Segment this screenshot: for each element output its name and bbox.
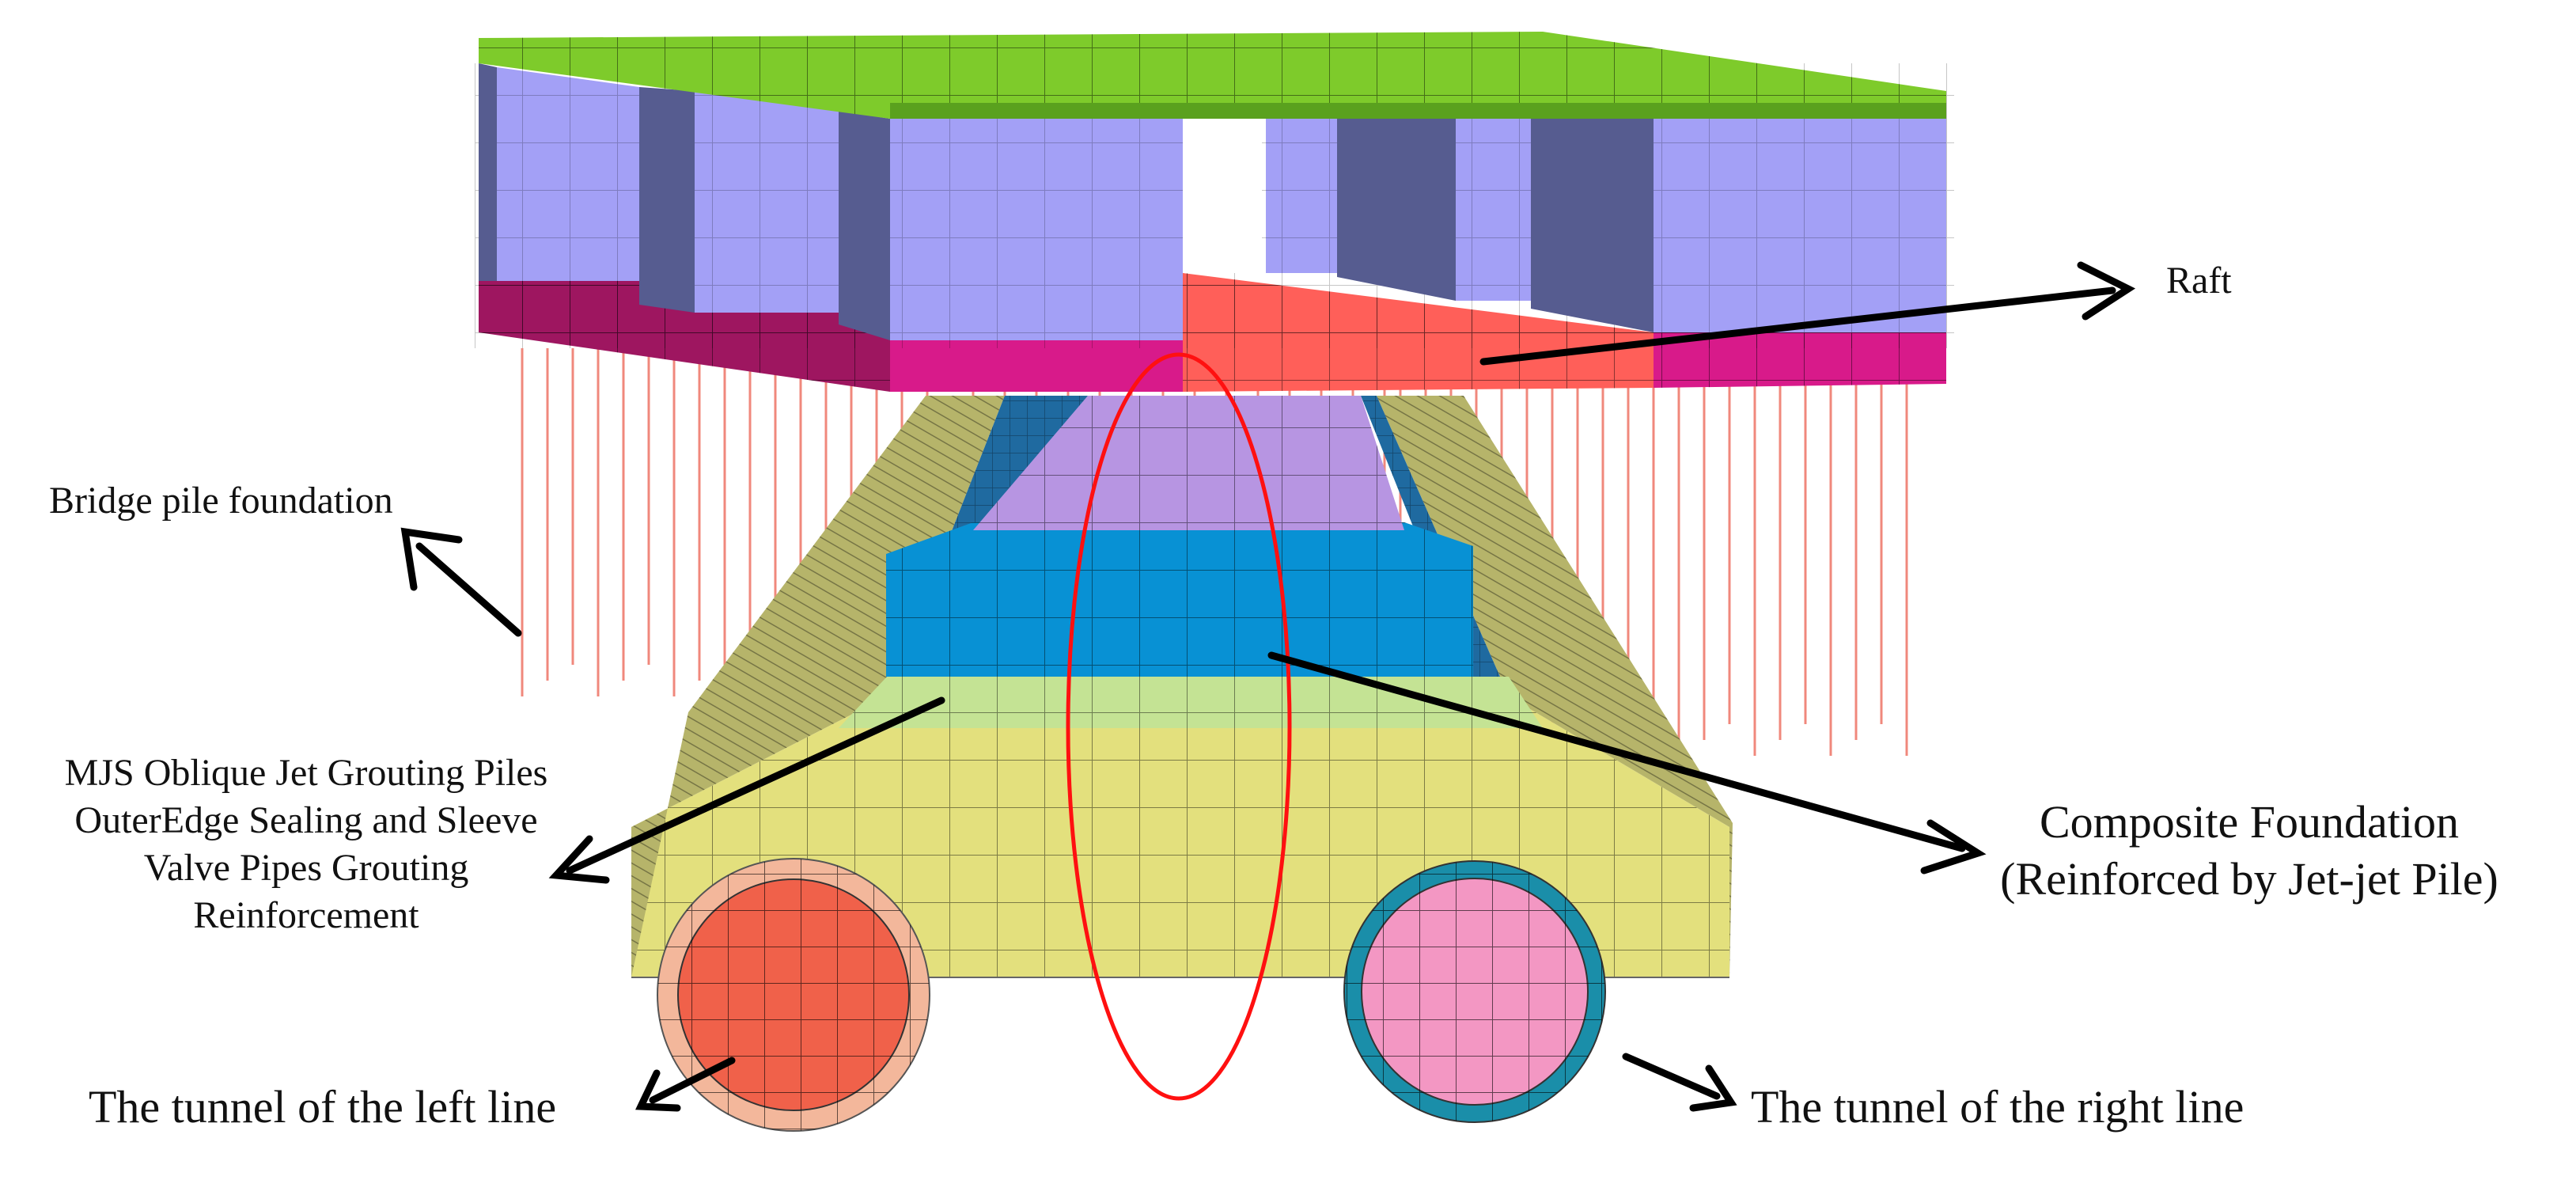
composite-foundation-label: Composite Foundation (Reinforced by Jet-… <box>2000 796 2498 905</box>
mjs-label-line-2: OuterEdge Sealing and Sleeve <box>74 799 537 841</box>
composite-arrow <box>1267 651 1966 852</box>
mjs-label-line-4: Reinforcement <box>193 894 419 936</box>
tunnel-right-arrowhead <box>1689 1064 1737 1112</box>
right-tunnel <box>1343 860 1606 1123</box>
tunnel-right-arrow <box>1622 1053 1721 1100</box>
bridge-pile-arrowhead <box>400 527 463 591</box>
left-tunnel <box>657 858 930 1132</box>
raft-arrowhead <box>2077 261 2136 321</box>
tunnel-left-arrowhead <box>635 1069 681 1112</box>
composite-label-line-2: (Reinforced by Jet-jet Pile) <box>2000 853 2498 905</box>
mjs-label: MJS Oblique Jet Grouting Piles OuterEdge… <box>65 752 548 936</box>
composite-label-line-1: Composite Foundation <box>2040 796 2459 848</box>
mjs-label-line-1: MJS Oblique Jet Grouting Piles <box>65 752 548 794</box>
mjs-arrow <box>566 696 945 875</box>
raft-arrow <box>1479 286 2116 366</box>
annotation-arrows <box>400 261 2136 1112</box>
tunnel-left-arrow <box>649 1057 736 1104</box>
tunnel-right-label: The tunnel of the right line <box>1751 1081 2244 1133</box>
tunnel-left-label: The tunnel of the left line <box>89 1081 556 1133</box>
highlight-ellipse <box>1066 352 1292 1101</box>
raft-structure <box>475 32 1954 392</box>
composite-arrowhead <box>1920 819 1987 875</box>
raft-label: Raft <box>2166 260 2232 302</box>
bridge-pile-foundation-label: Bridge pile foundation <box>49 480 393 522</box>
bridge-pile-arrow <box>415 542 522 637</box>
mjs-label-line-3: Valve Pipes Grouting <box>144 847 469 889</box>
mjs-arrowhead <box>548 835 610 884</box>
